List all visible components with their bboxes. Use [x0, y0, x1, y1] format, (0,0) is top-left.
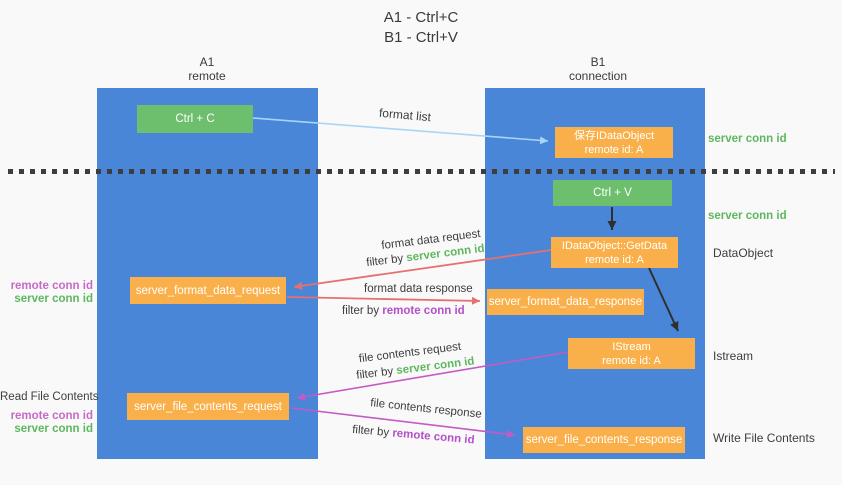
getdata-line1: IDataObject::GetData	[561, 239, 668, 252]
server-format-data-response-label: server_format_data_response	[488, 296, 643, 308]
left-remote-conn-id-top: remote conn id	[10, 280, 93, 292]
getdata-line2: remote id: A	[585, 253, 644, 266]
ctrl-v-box: Ctrl + V	[553, 180, 672, 206]
save-dataobject-line1: 保存IDataObject	[573, 129, 655, 142]
ctrl-c-label: Ctrl + C	[175, 113, 215, 125]
right-server-conn-id-top: server conn id	[708, 133, 787, 145]
dataobject-label: DataObject	[713, 246, 774, 260]
file-contents-response-filter-label: filter by remote conn id	[351, 423, 475, 447]
ctrl-c-box: Ctrl + C	[137, 105, 253, 133]
remote-conn-id-key: remote conn id	[382, 305, 465, 317]
save-dataobject-box: 保存IDataObject remote id: A	[555, 127, 673, 158]
left-server-conn-id-bottom: server conn id	[14, 423, 93, 435]
format-data-response-label: format data response	[364, 283, 473, 295]
column-a-subtitle: remote	[188, 69, 226, 83]
diagram-title: A1 - Ctrl+C B1 - Ctrl+V	[0, 8, 842, 48]
filter-by-text: filter by	[351, 423, 393, 440]
ctrl-v-label: Ctrl + V	[593, 187, 632, 199]
column-b-header: B1 connection	[538, 55, 658, 83]
server-format-data-response-box: server_format_data_response	[487, 289, 644, 315]
right-server-conn-id-mid: server conn id	[708, 210, 787, 222]
read-file-contents-label: Read File Contents	[0, 391, 99, 403]
server-format-data-request-label: server_format_data_request	[135, 284, 281, 297]
column-b-name: B1	[590, 55, 606, 69]
server-format-data-request-box: server_format_data_request	[130, 277, 286, 304]
left-server-conn-id-top: server conn id	[14, 293, 93, 305]
server-file-contents-response-box: server_file_contents_response	[523, 427, 685, 453]
title-line-1: A1 - Ctrl+C	[383, 9, 459, 26]
getdata-box: IDataObject::GetData remote id: A	[551, 237, 678, 268]
server-file-contents-response-label: server_file_contents_response	[525, 434, 683, 446]
format-list-label: format list	[378, 105, 432, 125]
server-file-contents-request-label: server_file_contents_request	[134, 400, 282, 413]
remote-conn-id-key: remote conn id	[391, 427, 475, 447]
column-b-subtitle: connection	[568, 69, 628, 83]
server-file-contents-request-box: server_file_contents_request	[127, 393, 289, 420]
left-remote-conn-id-bottom: remote conn id	[10, 410, 93, 422]
filter-by-text: filter by	[365, 252, 408, 270]
dotted-divider	[8, 169, 835, 174]
title-line-2: B1 - Ctrl+V	[384, 29, 458, 46]
save-dataobject-line2: remote id: A	[584, 143, 644, 156]
filter-by-text: filter by	[355, 365, 398, 382]
istream-side-label: Istream	[713, 349, 754, 363]
istream-line1: IStream	[612, 340, 651, 353]
istream-box: IStream remote id: A	[568, 338, 695, 369]
istream-line2: remote id: A	[602, 354, 661, 367]
filter-by-text: filter by	[342, 305, 383, 317]
file-contents-response-label: file contents response	[369, 397, 483, 421]
write-file-contents-label: Write File Contents	[713, 431, 815, 445]
column-a-header: A1 remote	[147, 55, 267, 83]
format-data-response-filter-label: filter by remote conn id	[342, 305, 465, 317]
column-a-name: A1	[199, 55, 215, 69]
